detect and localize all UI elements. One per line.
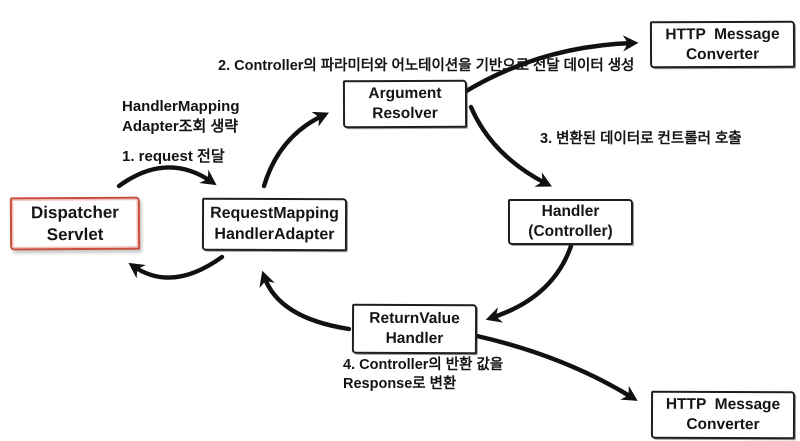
label-step-3-call-controller: 3. 변환된 데이터로 컨트롤러 호출 — [540, 131, 742, 147]
label-handlermapping-skip-note: HandlerMapping Adapter조회 생략 — [122, 97, 240, 137]
arrow-handler-to-returnvalue-handler — [485, 243, 574, 323]
label-line: Adapter조회 생략 — [122, 118, 239, 136]
box-label: Converter — [686, 415, 760, 434]
label-step-4-convert-response: 4. Controller의 반환 값을 Response로 변환 — [343, 356, 503, 395]
label-line: HandlerMapping — [122, 98, 240, 115]
box-http-message-converter-top: HTTP Message Converter — [649, 20, 796, 69]
arrow-returnvalue-to-http-converter-bottom — [474, 333, 638, 401]
box-label: Servlet — [46, 224, 104, 244]
box-label: Argument — [368, 85, 442, 103]
box-label: Handler — [385, 329, 444, 348]
arrow-argument-resolver-to-http-converter-top — [460, 35, 639, 96]
box-label: Resolver — [372, 104, 438, 123]
arrow-adapter-to-argument-resolver — [261, 111, 330, 189]
box-http-message-converter-bottom: HTTP Message Converter — [650, 390, 796, 440]
box-label: HTTP Message — [665, 25, 780, 43]
box-label: ReturnValue — [369, 309, 460, 328]
box-label: HTTP Message — [665, 395, 781, 414]
arrow-request-dispatcher-to-adapter — [116, 165, 217, 189]
box-label: Converter — [685, 45, 760, 63]
box-handler-controller: Handler (Controller) — [508, 199, 633, 245]
arrow-returnvalue-to-adapter — [259, 270, 352, 332]
box-label: (Controller) — [528, 223, 613, 240]
box-requestmapping-handleradapter: RequestMapping HandlerAdapter — [201, 197, 348, 252]
label-line: Response로 변환 — [343, 376, 457, 393]
box-label: HandlerAdapter — [214, 225, 335, 243]
box-argument-resolver: Argument Resolver — [342, 79, 468, 129]
arrow-argument-resolver-to-handler — [468, 104, 552, 187]
label-line: 4. Controller의 반환 값을 — [343, 357, 504, 373]
box-dispatcher-servlet: Dispatcher Servlet — [9, 196, 141, 251]
label-step-2-create-data: 2. Controller의 파라미터와 어노테이션을 기반으로 전달 데이터 … — [218, 58, 635, 74]
box-label: RequestMapping — [210, 204, 340, 223]
box-label: Dispatcher — [30, 202, 119, 222]
box-label: Handler — [541, 203, 600, 221]
arrow-adapter-to-dispatcher — [128, 254, 225, 280]
box-returnvalue-handler: ReturnValue Handler — [351, 303, 478, 355]
label-step-1-request: 1. request 전달 — [122, 148, 225, 165]
